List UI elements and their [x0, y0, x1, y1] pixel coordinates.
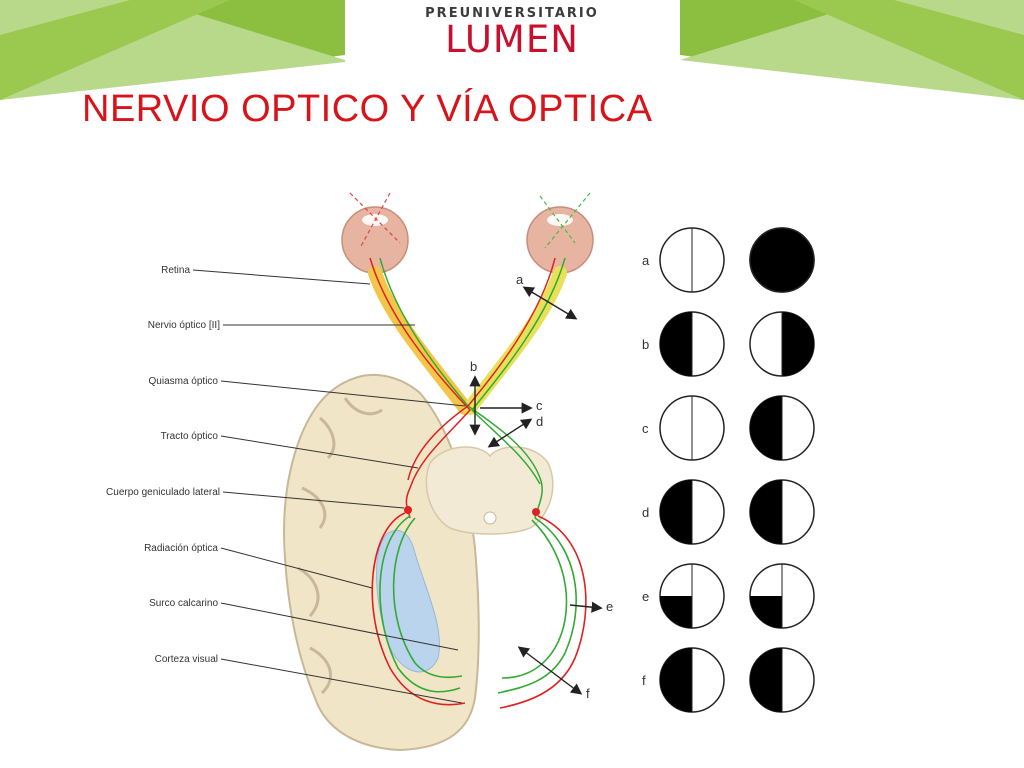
aqueduct	[483, 511, 497, 525]
leader-retina	[192, 269, 371, 285]
midbrain	[425, 446, 554, 535]
visual-field-defects: a b c d e f	[642, 227, 815, 713]
right-radiation-red	[499, 515, 587, 709]
field-right-eye-b	[749, 311, 815, 377]
field-left-eye-a	[659, 227, 725, 293]
left-nerve-red-fiber	[369, 257, 472, 519]
leader-optic-tract	[220, 435, 419, 469]
field-right-eye-f	[749, 647, 815, 713]
right-lens	[547, 214, 573, 226]
page-title: NERVIO OPTICO Y VÍA OPTICA	[82, 88, 653, 130]
lesion-letter-f: f	[586, 686, 590, 701]
field-row-letter: e	[642, 589, 649, 604]
left-radiation-red	[371, 512, 466, 706]
field-row-letter: d	[642, 505, 649, 520]
label-optic-tract: Tracto óptico	[161, 431, 219, 442]
left-lgn-dot	[404, 506, 412, 514]
left-radiation-green	[379, 515, 461, 693]
label-visual-cortex: Corteza visual	[155, 654, 218, 665]
right-radiation-green-2	[501, 519, 568, 679]
lesion-letter-a: a	[516, 272, 524, 287]
leader-optic-radiation	[220, 547, 373, 589]
leader-calcarine-sulcus	[220, 602, 459, 651]
label-chiasm: Quiasma óptico	[149, 376, 219, 387]
left-radiation-green-2	[392, 517, 463, 679]
label-calcarine-sulcus: Surco calcarino	[149, 598, 218, 609]
label-retina: Retina	[161, 265, 190, 276]
structure-labels: Retina Nervio óptico [II] Quiasma óptico…	[106, 265, 466, 704]
lesion-arrow-d	[487, 418, 533, 448]
banner-shape-left-3	[0, 0, 230, 100]
logo-background	[345, 0, 680, 110]
leader-visual-cortex	[220, 658, 463, 704]
field-left-eye-d	[659, 479, 725, 545]
field-right-eye-d	[749, 479, 815, 545]
label-optic-nerve: Nervio óptico [II]	[148, 320, 220, 331]
logo-main-text: LUMEN	[445, 18, 579, 61]
right-radiation-green	[497, 517, 577, 694]
lumen-logo: PREUNIVERSITARIO LUMEN	[0, 6, 1024, 59]
field-right-eye-c	[749, 395, 815, 461]
label-optic-radiation: Radiación óptica	[144, 543, 218, 554]
lesion-arrow-e	[569, 601, 603, 613]
banner-shape-right-3	[794, 0, 1024, 100]
field-left-eye-f	[659, 647, 725, 713]
logo-top-text: PREUNIVERSITARIO	[425, 6, 599, 21]
lesion-arrow-f	[517, 646, 583, 695]
lesion-markers: a b c d e f	[469, 272, 613, 701]
field-left-eye-b	[659, 311, 725, 377]
field-row-letter: f	[642, 673, 646, 688]
header-banner	[0, 0, 1024, 110]
lesion-arrow-a	[522, 286, 578, 320]
lesion-letter-b: b	[470, 359, 477, 374]
lesion-letter-e: e	[606, 599, 613, 614]
lesion-letter-c: c	[536, 398, 543, 413]
brain-gyri	[297, 397, 383, 695]
field-left-eye-e	[659, 563, 725, 629]
field-right-eye-e	[749, 563, 815, 629]
right-eye-rays	[539, 192, 591, 249]
left-eye-rays	[349, 192, 401, 249]
field-row-letter: c	[642, 421, 649, 436]
leader-lgn	[222, 491, 405, 509]
leader-chiasm	[220, 380, 466, 407]
label-lgn: Cuerpo geniculado lateral	[106, 487, 220, 498]
field-right-eye-a	[749, 227, 815, 293]
field-row-letter: a	[642, 253, 650, 268]
field-left-eye-c	[659, 395, 725, 461]
field-row-letter: b	[642, 337, 649, 352]
right-lgn-dot	[532, 508, 540, 516]
lesion-letter-d: d	[536, 414, 543, 429]
optic-pathway-diagram: Retina Nervio óptico [II] Quiasma óptico…	[106, 192, 815, 752]
